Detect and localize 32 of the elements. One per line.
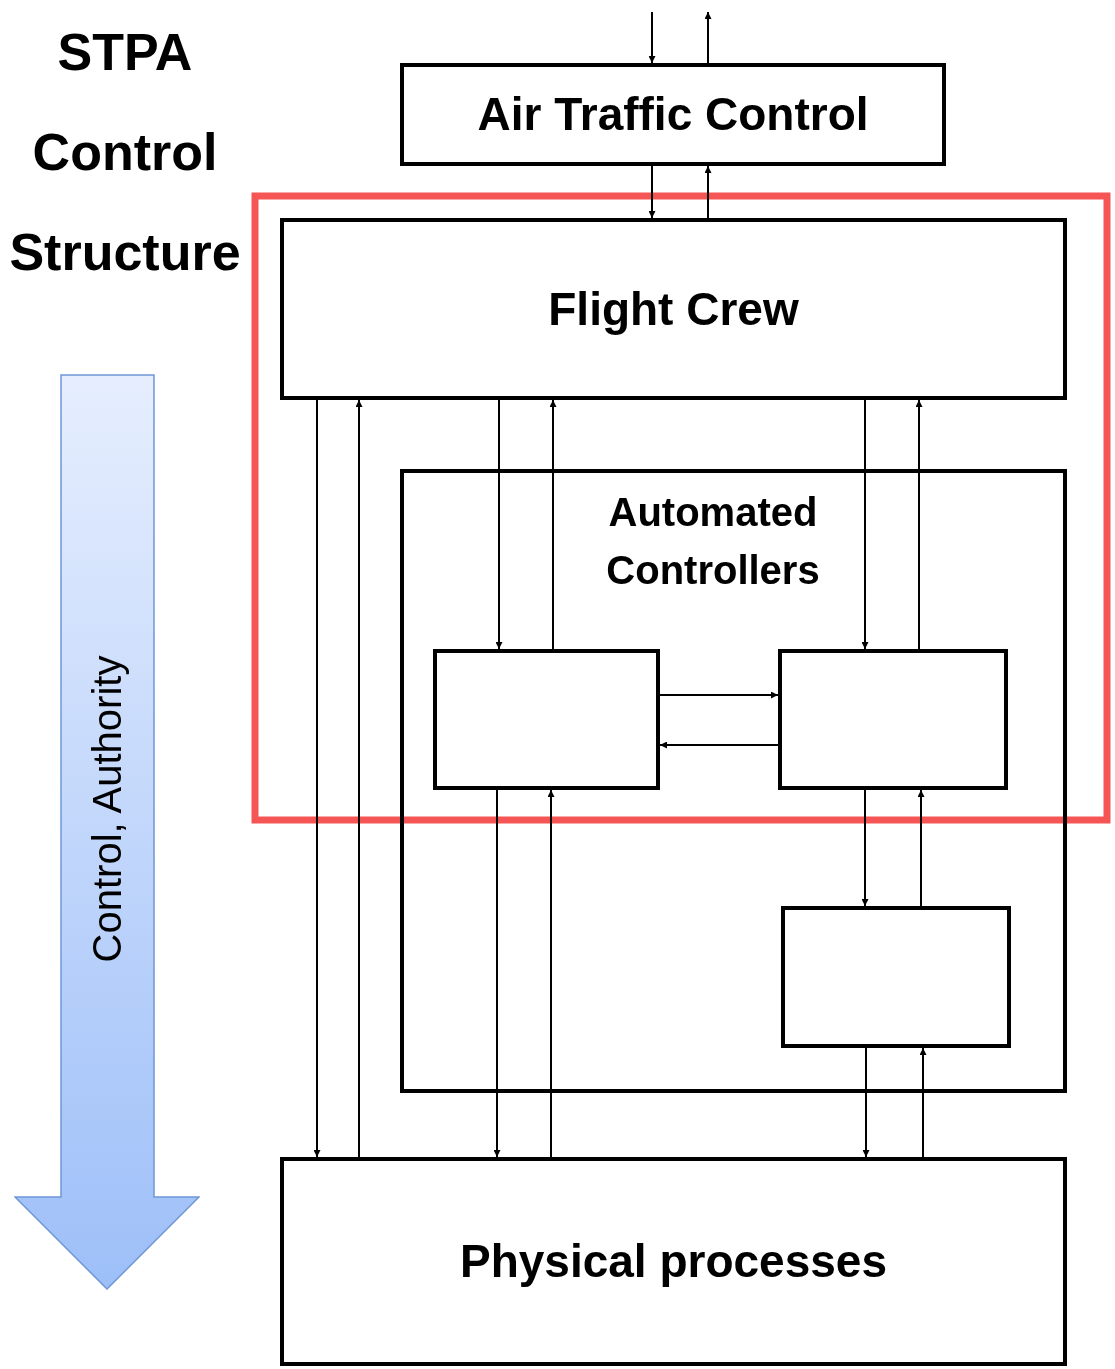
- arrow: [648, 165, 656, 219]
- empty-box: [778, 649, 1008, 790]
- empty-box: [433, 649, 660, 790]
- arrow: [862, 1047, 870, 1158]
- group-heading: Automated Controllers: [605, 489, 821, 594]
- arrow: [659, 741, 779, 749]
- labeled-box: [400, 469, 1067, 1093]
- empty-box: [781, 906, 1011, 1048]
- arrow: [547, 789, 555, 1158]
- arrow: [704, 165, 712, 219]
- arrow: [917, 789, 925, 907]
- arrow: [704, 11, 712, 64]
- arrow: [549, 399, 557, 650]
- arrow: [313, 399, 321, 1158]
- arrow: [915, 399, 923, 650]
- box-label: Air Traffic Control: [477, 87, 869, 142]
- box-label: Flight Crew: [548, 281, 799, 337]
- arrow-label: Control, Authority: [84, 655, 130, 963]
- box-label: Physical processes: [459, 1234, 888, 1289]
- arrow: [861, 789, 869, 907]
- arrow: [493, 789, 501, 1158]
- diagram-title: STPA Control Structure: [8, 22, 242, 283]
- arrow: [495, 399, 503, 650]
- labeled-box: [280, 1157, 1067, 1366]
- labeled-box: [400, 63, 946, 166]
- arrow: [659, 691, 779, 699]
- arrow: [919, 1047, 927, 1158]
- arrow: [648, 11, 656, 64]
- arrow: [355, 399, 363, 1158]
- downward-arrow: [14, 374, 200, 1290]
- arrow: [861, 399, 869, 650]
- labeled-box: [280, 218, 1067, 400]
